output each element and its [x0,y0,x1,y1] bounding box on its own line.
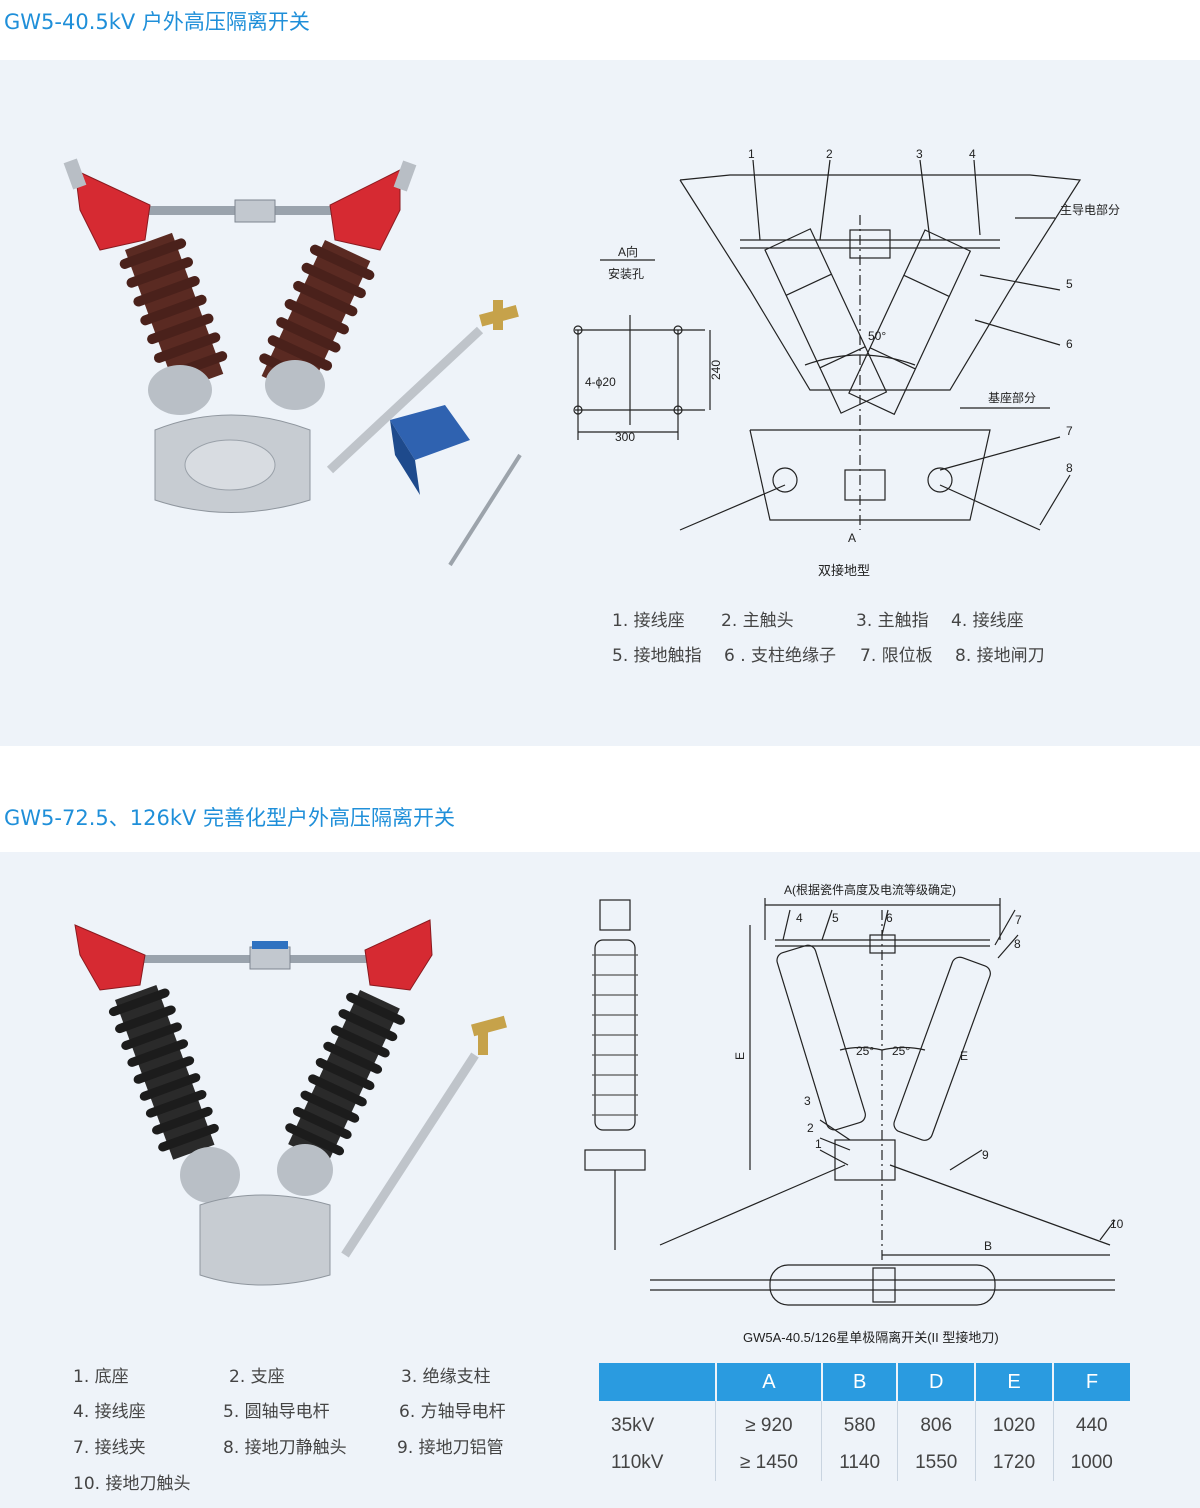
diagram2-num-6: 6 [886,911,893,925]
legend1-item-5: 5. 接地触指 [612,646,702,666]
legend1-item-7: 7. 限位板 [860,646,933,666]
legend2-item-1: 1. 底座 [73,1367,129,1387]
diagram1-label-base: 基座部分 [988,390,1036,405]
diagram2-caption: GW5A-40.5/126星单极隔离开关(II 型接地刀) [743,1330,999,1345]
table-row: 35kV ≥ 920 580 806 1020 440 [599,1401,1130,1444]
table-cell: ≥ 920 [715,1401,822,1444]
diagram2-num-4: 4 [796,911,803,925]
diagram1-num-1: 1 [748,147,755,161]
diagram2-dim-a: A(根据瓷件高度及电流等级确定) [784,882,956,897]
legend2-item-2: 2. 支座 [229,1367,285,1387]
section2-title: GW5-72.5、126kV 完善化型户外高压隔离开关 [4,806,456,830]
diagram2-angle-right: 25° [892,1044,910,1058]
legend2-item-9: 9. 接地刀铝管 [397,1438,504,1458]
diagram1-angle: 50° [868,329,886,343]
table-cell: 35kV [611,1414,655,1436]
diagram2-label-b: B [984,1239,992,1253]
spec-header-cell: F [1052,1363,1130,1401]
table-cell: ≥ 1450 [715,1444,822,1481]
spec-header-cell: B [820,1363,898,1401]
table-cell: 110kV [611,1451,664,1473]
legend1-item-4: 4. 接线座 [951,611,1024,631]
legend1-item-8: 8. 接地闸刀 [955,646,1045,666]
legend2-item-5: 5. 圆轴导电杆 [223,1402,330,1422]
table-row: 110kV ≥ 1450 1140 1550 1720 1000 [599,1444,1130,1481]
diagram1-num-2: 2 [826,147,833,161]
product-photo-gw5-126 [74,919,507,1286]
diagram1-label-a-dir: A向 [618,244,638,259]
diagram1-num-4: 4 [969,147,976,161]
legend2-item-10: 10. 接地刀触头 [73,1474,191,1494]
diagram2-num-10: 10 [1110,1217,1124,1231]
table-cell: 1000 [1052,1444,1130,1481]
spec-table: A B D E F 35kV ≥ 920 580 806 1020 440 11… [599,1363,1130,1481]
table-cell: 440 [1052,1401,1130,1444]
diagram1-num-3: 3 [916,147,923,161]
legend1-item-6: 6 . 支柱绝缘子 [724,646,837,666]
diagram1-num-6: 6 [1066,337,1073,351]
table-cell: 1550 [896,1444,976,1481]
diagram1-dim-240: 240 [709,360,723,380]
section1-title: GW5-40.5kV 户外高压隔离开关 [4,10,310,34]
spec-header-cell: E [974,1363,1053,1401]
legend1-item-3: 3. 主触指 [856,611,929,631]
legend1-item-2: 2. 主触头 [721,611,794,631]
diagram2-num-8: 8 [1014,937,1021,951]
diagram2-label-e-left: E [733,1052,747,1060]
diagram2-angle-left: 25° [856,1044,874,1058]
diagram2-label-e-right: E [960,1049,968,1063]
diagram1-label-a: A [848,531,856,545]
spec-header-cell [599,1363,716,1401]
diagram1-num-8: 8 [1066,461,1073,475]
diagram1-num-5: 5 [1066,277,1073,291]
legend2-item-4: 4. 接线座 [73,1402,146,1422]
table-cell: 1720 [974,1444,1053,1481]
table-cell: 806 [896,1401,976,1444]
legend2-item-3: 3. 绝缘支柱 [401,1367,491,1387]
diagram1-num-7: 7 [1066,424,1073,438]
diagram1-label-mount: 安装孔 [608,266,644,281]
diagram1-dim-300: 300 [615,430,635,444]
diagram1-dim-hole: 4-ϕ20 [585,375,616,389]
diagram1-caption: 双接地型 [818,563,870,578]
diagram2-num-1: 1 [815,1137,822,1151]
table-cell: 1140 [821,1444,898,1481]
table-cell: 580 [821,1401,898,1444]
spec-table-header: A B D E F [599,1363,1130,1401]
legend2-item-7: 7. 接线夹 [73,1438,146,1458]
table-cell: 1020 [974,1401,1053,1444]
technical-diagram-gw5-40: 1 2 3 4 5 6 7 8 主导电部分 基座部分 A向 安装孔 240 30… [573,147,1120,578]
spec-header-cell: A [714,1363,822,1401]
diagram2-num-5: 5 [832,911,839,925]
technical-diagram-gw5-126: A(根据瓷件高度及电流等级确定) 1 2 3 4 5 6 7 8 9 10 E … [584,882,1124,1345]
legend1-item-1: 1. 接线座 [612,611,685,631]
diagram2-num-9: 9 [982,1148,989,1162]
spec-header-cell: D [896,1363,976,1401]
legend2-item-8: 8. 接地刀静触头 [223,1438,347,1458]
diagram2-num-3: 3 [804,1094,811,1108]
diagram2-num-2: 2 [807,1121,814,1135]
legend2-item-6: 6. 方轴导电杆 [399,1402,506,1422]
product-photo-gw5-40 [63,158,522,567]
diagram1-label-main: 主导电部分 [1060,202,1120,217]
diagram2-num-7: 7 [1015,913,1022,927]
